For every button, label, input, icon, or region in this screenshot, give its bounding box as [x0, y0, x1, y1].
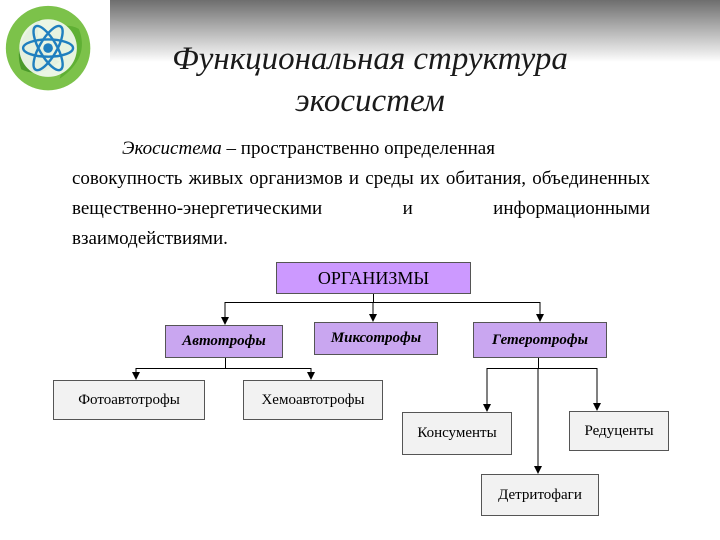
definition-rest-line1: – пространственно определенная	[221, 138, 495, 159]
header-band	[0, 0, 720, 62]
connector-root-down	[373, 294, 374, 302]
definition-rest: совокупность живых организмов и среды их…	[72, 168, 650, 249]
connector-level2-bar	[225, 302, 540, 303]
connector-auto-down	[225, 358, 226, 368]
definition-term: Экосистема	[122, 138, 222, 159]
box-consumers: Консументы	[402, 412, 512, 455]
box-organisms: ОРГАНИЗМЫ	[276, 262, 471, 294]
definition-first-line: Экосистема – пространственно определенна…	[72, 134, 650, 164]
box-mixotrophs: Миксотрофы	[314, 322, 438, 355]
definition-text: Экосистема – пространственно определенна…	[72, 134, 650, 254]
title-line-1: Функциональная структура	[172, 41, 568, 77]
box-autotrophs: Автотрофы	[165, 325, 283, 358]
connector-auto-bar	[136, 368, 311, 369]
box-chemoautotrophs: Хемоавтотрофы	[243, 380, 383, 420]
connector-hetero-down	[538, 358, 539, 368]
box-heterotrophs: Гетеротрофы	[473, 322, 607, 358]
box-photoautotrophs: Фотоавтотрофы	[53, 380, 205, 420]
connector-hetero-bar	[487, 368, 597, 369]
title-line-2: экосистем	[295, 83, 445, 119]
box-reducers: Редуценты	[569, 411, 669, 451]
box-detritivores: Детритофаги	[481, 474, 599, 516]
atom-logo-icon	[5, 5, 91, 91]
slide-title: Функциональная структура экосистем	[100, 38, 640, 122]
